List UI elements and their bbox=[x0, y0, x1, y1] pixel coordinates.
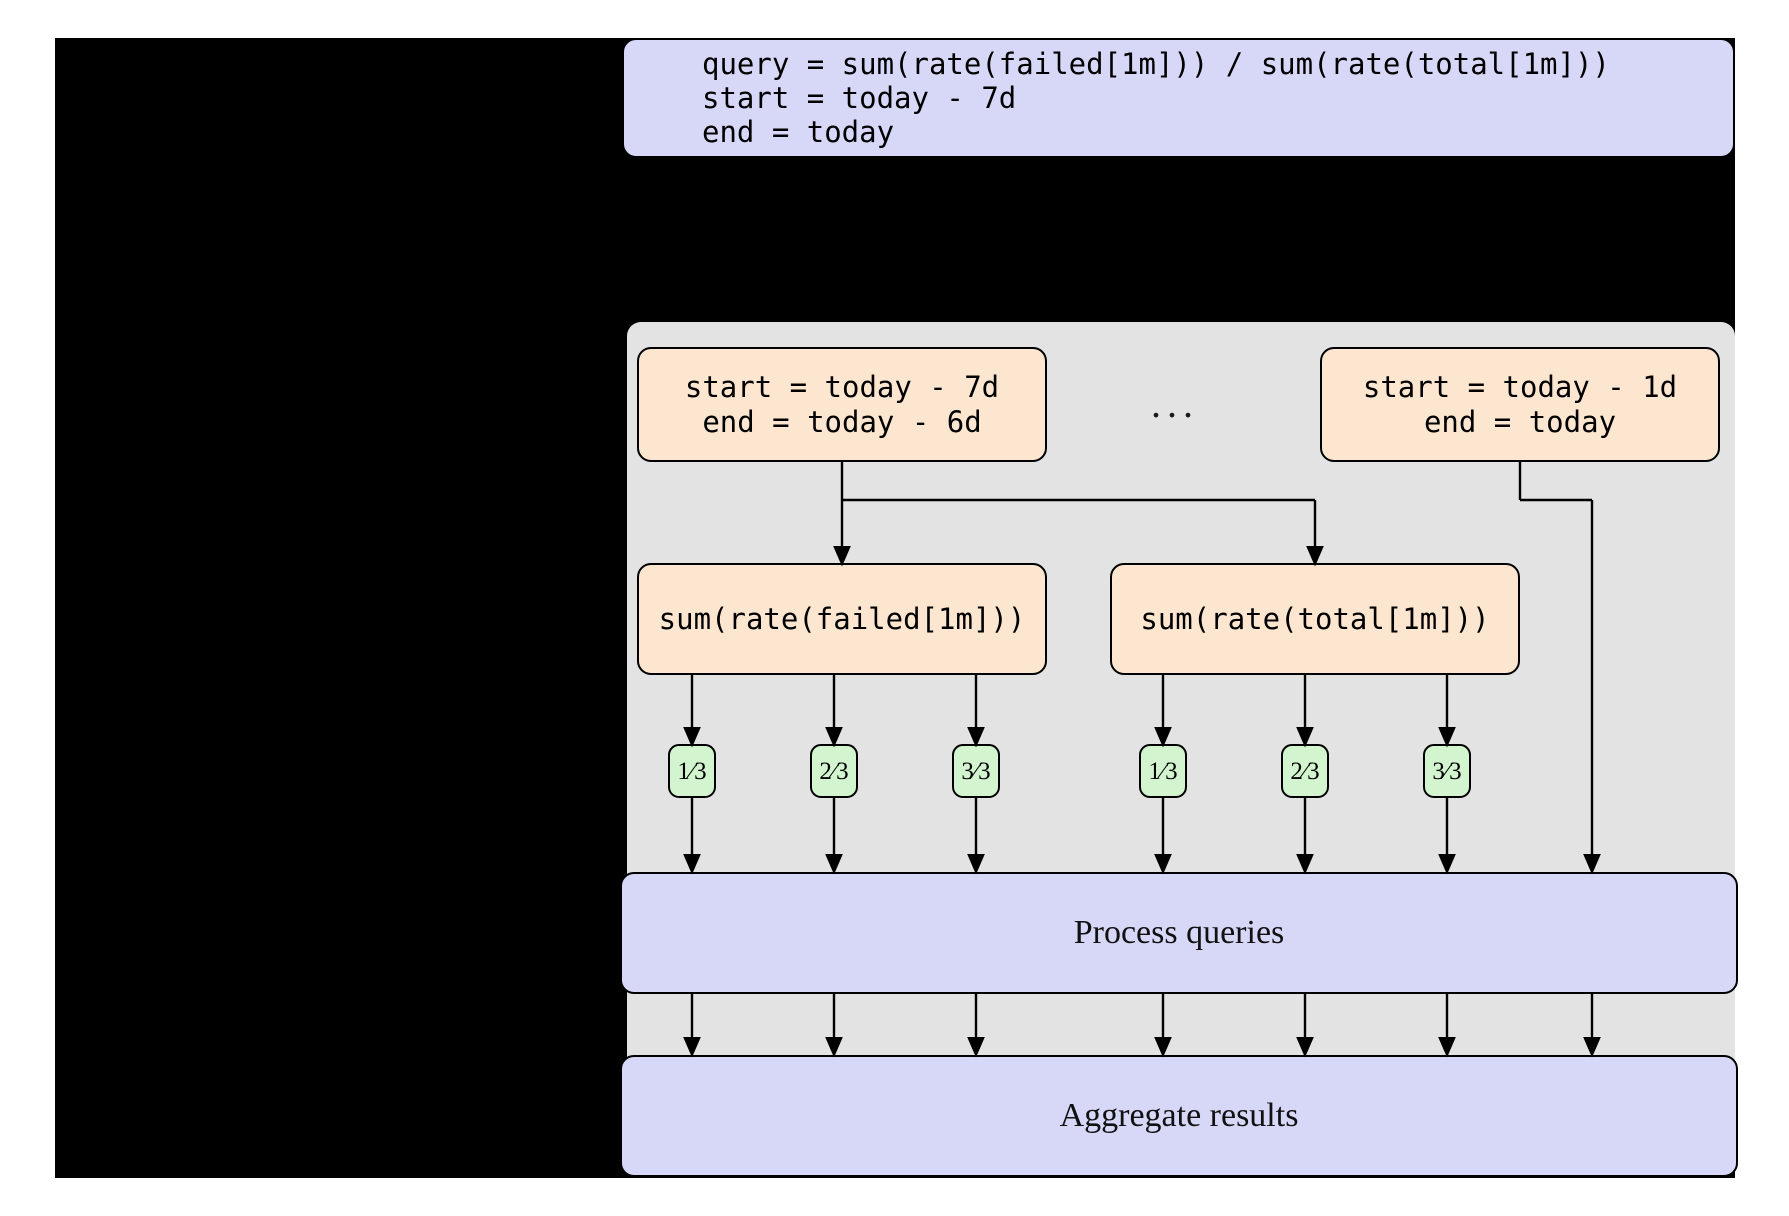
original-query-line-2: start = today - 7d bbox=[702, 80, 1017, 115]
time-shard-last-line-1: start = today - 1d bbox=[1362, 370, 1678, 405]
time-shard-first-line-1: start = today - 7d bbox=[684, 370, 1000, 405]
time-shard-first: start = today - 7d end = today - 6d bbox=[637, 347, 1047, 462]
time-shard-last: start = today - 1d end = today bbox=[1320, 347, 1720, 462]
process-queries-label: Process queries bbox=[1073, 914, 1285, 951]
subquery-box-total: sum(rate(total[1m])) bbox=[1110, 563, 1520, 675]
original-query-line-1: query = sum(rate(failed[1m])) / sum(rate… bbox=[702, 46, 1610, 81]
time-shard-last-line-2: end = today bbox=[1423, 404, 1617, 439]
chunk-node-3: 3⁄3 bbox=[952, 744, 1000, 798]
chunk-label-1: 1⁄3 bbox=[677, 757, 707, 785]
chunk-label-2: 2⁄3 bbox=[819, 757, 849, 785]
chunk-node-1: 1⁄3 bbox=[668, 744, 716, 798]
subquery-label-failed: sum(rate(failed[1m])) bbox=[658, 601, 1026, 636]
chunk-label-3: 3⁄3 bbox=[961, 757, 991, 785]
aggregate-results-label: Aggregate results bbox=[1059, 1097, 1299, 1134]
chunk-label-6: 3⁄3 bbox=[1432, 757, 1462, 785]
chunk-label-5: 2⁄3 bbox=[1290, 757, 1320, 785]
time-shard-first-line-2: end = today - 6d bbox=[702, 404, 982, 439]
chunk-node-4: 1⁄3 bbox=[1139, 744, 1187, 798]
chunk-node-2: 2⁄3 bbox=[810, 744, 858, 798]
chunk-node-5: 2⁄3 bbox=[1281, 744, 1329, 798]
original-query-line-3: end = today bbox=[702, 115, 895, 150]
aggregate-results-box: Aggregate results bbox=[620, 1055, 1738, 1177]
original-query-box: query = sum(rate(failed[1m])) / sum(rate… bbox=[622, 38, 1735, 158]
time-shard-ellipsis: ... bbox=[1151, 381, 1199, 426]
process-queries-box: Process queries bbox=[620, 872, 1738, 994]
subquery-box-failed: sum(rate(failed[1m])) bbox=[637, 563, 1047, 675]
subquery-label-total: sum(rate(total[1m])) bbox=[1140, 601, 1490, 636]
chunk-label-4: 1⁄3 bbox=[1148, 757, 1178, 785]
chunk-node-6: 3⁄3 bbox=[1423, 744, 1471, 798]
